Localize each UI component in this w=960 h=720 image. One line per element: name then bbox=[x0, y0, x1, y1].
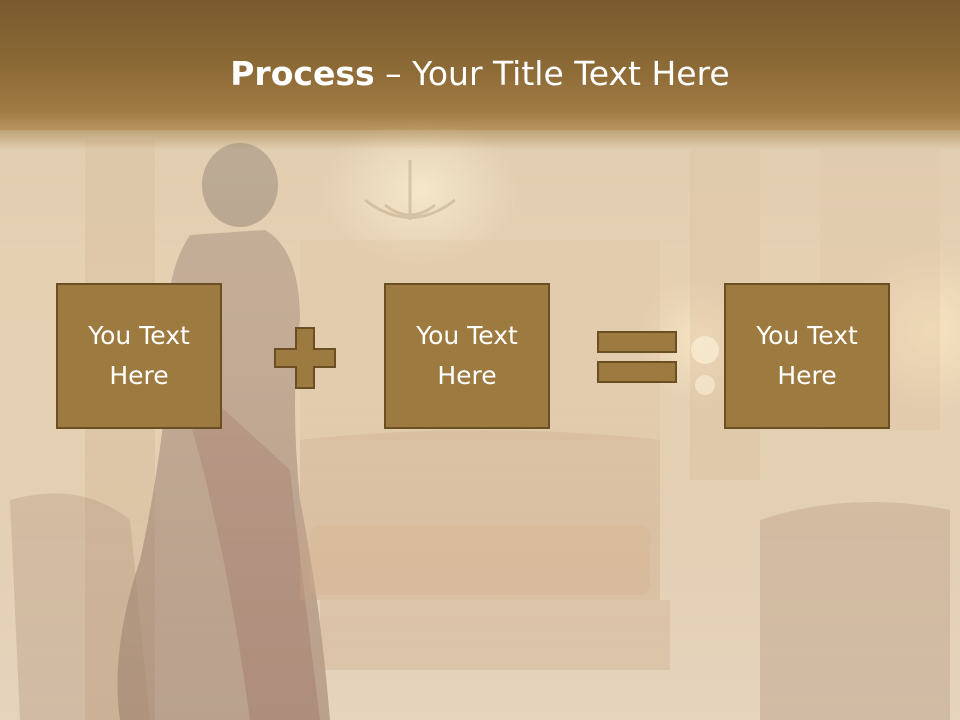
box-3-line-1: You Text bbox=[756, 321, 858, 350]
process-box-1[interactable]: You Text Here bbox=[56, 283, 222, 429]
box-3-line-2: Here bbox=[777, 361, 837, 390]
title-band bbox=[0, 0, 960, 150]
process-box-3[interactable]: You Text Here bbox=[724, 283, 890, 429]
title-rest: – Your Title Text Here bbox=[374, 54, 730, 93]
box-2-line-1: You Text bbox=[416, 321, 518, 350]
slide-title: Process – Your Title Text Here bbox=[0, 52, 960, 96]
title-bold: Process bbox=[230, 54, 375, 93]
box-1-line-2: Here bbox=[109, 361, 169, 390]
process-box-2[interactable]: You Text Here bbox=[384, 283, 550, 429]
plus-icon bbox=[274, 327, 336, 389]
box-2-line-2: Here bbox=[437, 361, 497, 390]
equals-icon bbox=[597, 331, 677, 383]
box-1-line-1: You Text bbox=[88, 321, 190, 350]
